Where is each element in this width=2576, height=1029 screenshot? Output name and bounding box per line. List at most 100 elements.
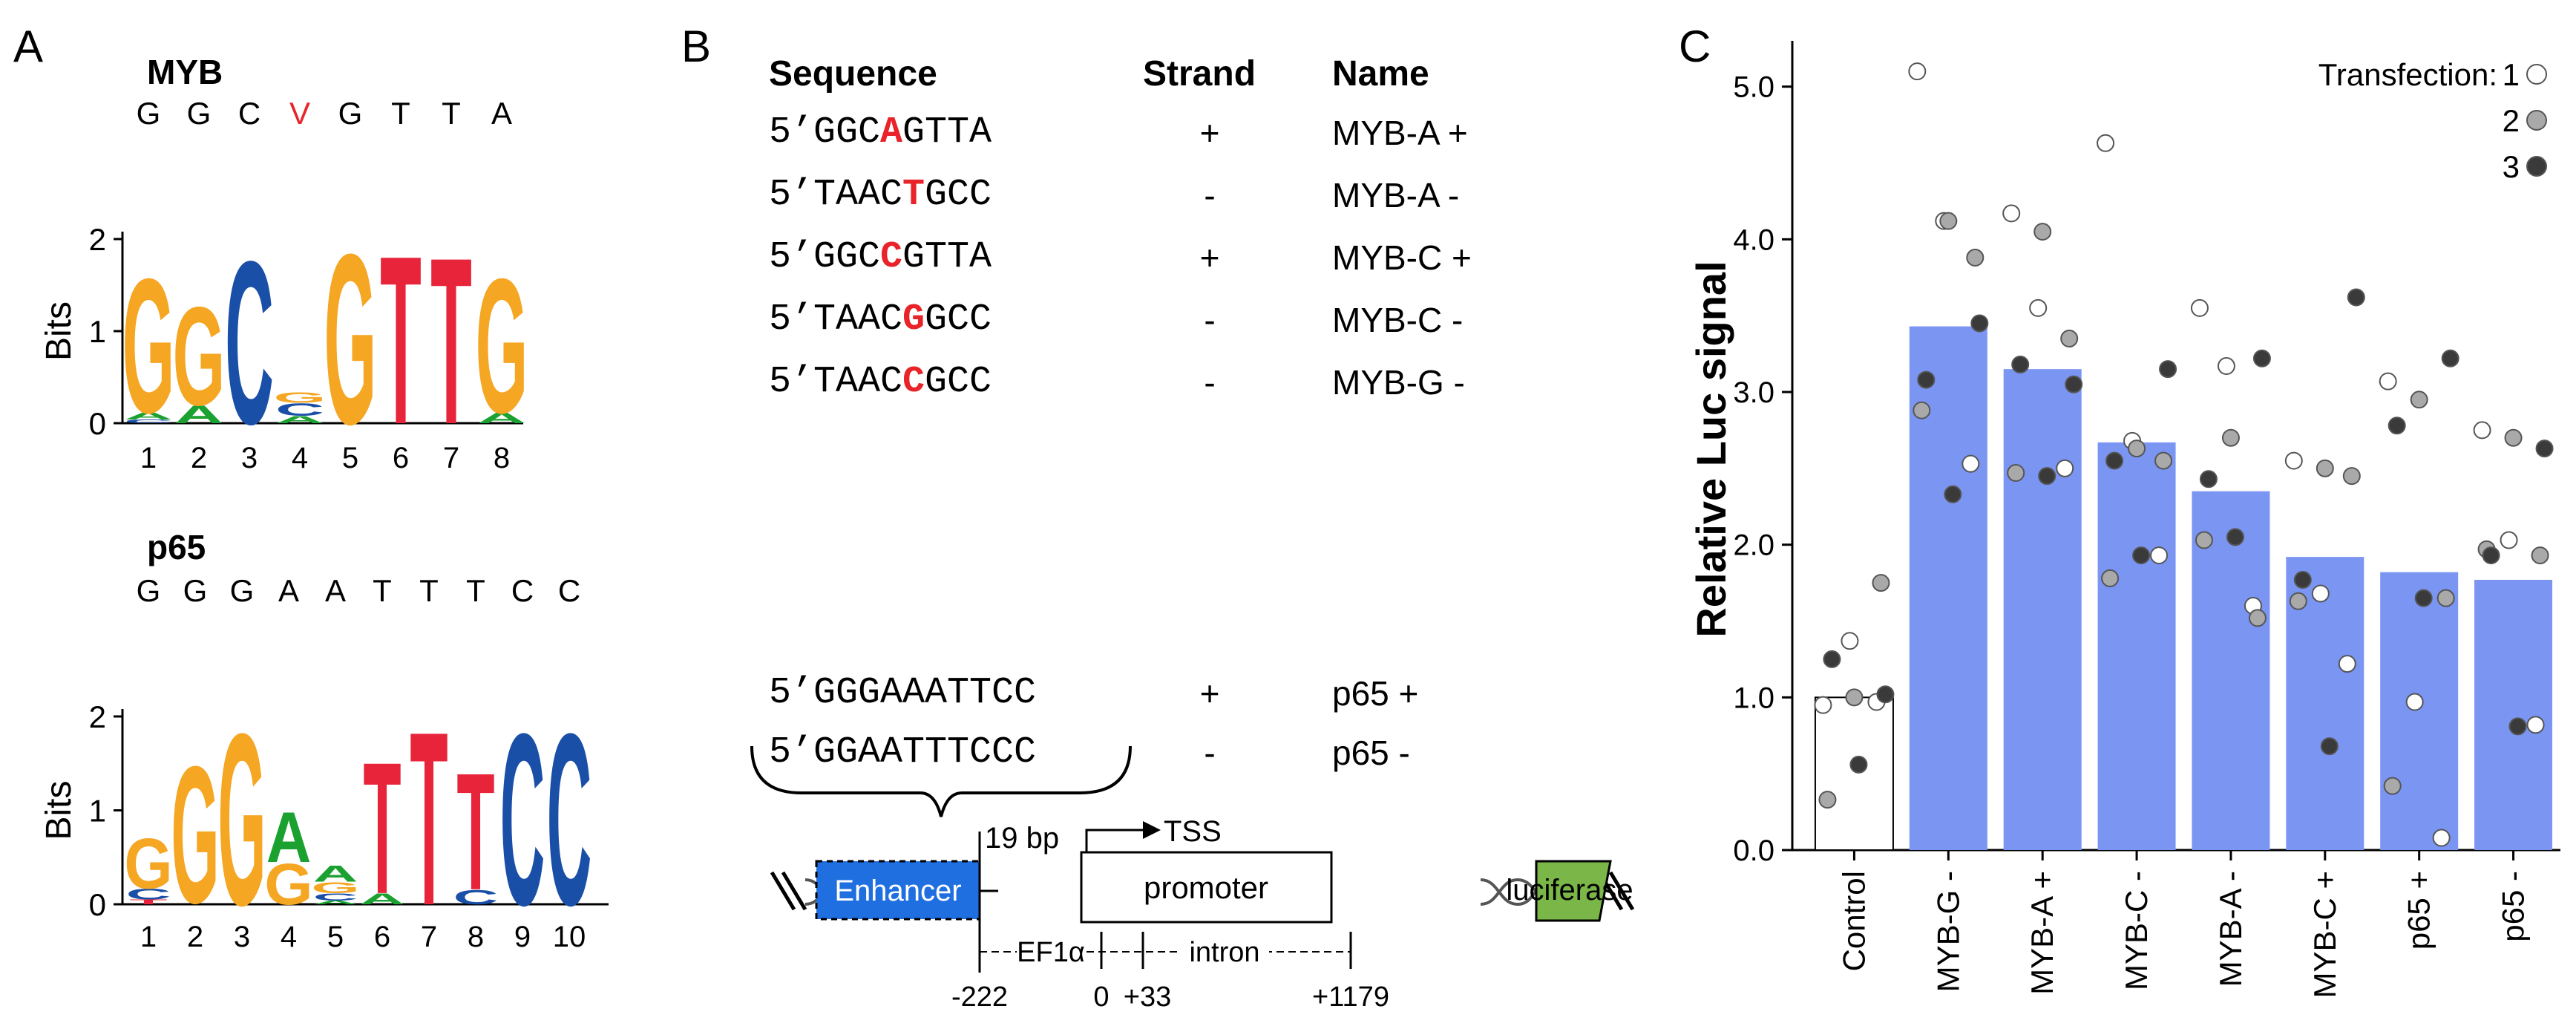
consensus-base: G <box>137 573 161 608</box>
myb-sequence: 5’GGCCGTTA <box>769 236 992 278</box>
consensus-base: G <box>338 96 363 131</box>
data-point <box>2190 298 2209 317</box>
logo-letter-g: G <box>311 879 359 896</box>
consensus-base: G <box>183 573 208 608</box>
logo-letter-c: C <box>500 684 545 958</box>
legend-label: 1 <box>2503 57 2520 92</box>
strand-value: - <box>1204 734 1216 772</box>
p65-sequence: 5’GGGAAATTCC <box>769 672 1037 714</box>
sequence-prefix: 5’TAAC <box>769 174 903 216</box>
consensus-base: A <box>278 573 299 608</box>
data-point <box>2226 528 2244 546</box>
y-tick-label: 1.0 <box>1733 682 1774 714</box>
data-point <box>2379 372 2397 391</box>
bar <box>2380 572 2459 850</box>
strand-value: - <box>1204 176 1216 215</box>
logo-letter-a: A <box>266 798 312 878</box>
logo-letter-g: G <box>476 240 528 454</box>
myb-sequence: 5’GGCAGTTA <box>769 111 992 154</box>
data-point <box>2159 360 2177 379</box>
logo-position-label: 3 <box>241 442 258 474</box>
element-name: MYB-C + <box>1332 238 1472 277</box>
x-tick-label: MYB-A - <box>2213 871 2248 987</box>
consensus-base: T <box>373 573 392 608</box>
tss-arrow <box>1085 829 1143 852</box>
data-point <box>2410 391 2428 409</box>
logo-letter-t: T <box>410 680 448 957</box>
logo-letter-g: G <box>173 277 226 435</box>
luc-signal-chart: Relative Luc signal Transfection: 0.01.0… <box>1688 41 2560 999</box>
element-name: MYB-A + <box>1332 114 1468 152</box>
logo-letter-g: G <box>171 726 219 944</box>
logo-y-axis-label: Bits <box>39 780 79 840</box>
logo-letter-t: T <box>363 722 401 932</box>
data-point <box>1818 791 1837 809</box>
data-point <box>2526 716 2545 734</box>
logo-letter-a: A <box>477 410 526 427</box>
consensus-base: A <box>491 96 512 131</box>
data-point <box>2441 349 2459 368</box>
legend-marker <box>2526 156 2547 177</box>
data-point <box>2383 777 2402 795</box>
myb-logo-title: MYB <box>147 53 223 91</box>
variant-base: T <box>902 174 925 216</box>
luciferase-box <box>1535 860 1612 922</box>
logo-position-label: 10 <box>553 921 586 953</box>
legend-label: 2 <box>2503 103 2520 138</box>
logo-letter-g: G <box>122 240 175 454</box>
logo-letter-g: G <box>264 852 312 917</box>
data-point <box>2199 470 2218 489</box>
data-point <box>2252 349 2271 368</box>
panel-a-label: A <box>13 22 44 71</box>
consensus-base: C <box>511 573 534 608</box>
header-sequence: Sequence <box>769 54 937 94</box>
p65-logo-title: p65 <box>147 528 206 566</box>
logo-letter-g: G <box>124 824 172 904</box>
logo-position-label: 7 <box>443 442 459 474</box>
data-point <box>2150 546 2169 565</box>
data-point <box>2056 459 2074 477</box>
logo-position-label: 4 <box>281 921 297 953</box>
logo-y-axis-label: Bits <box>39 301 79 361</box>
consensus-base: G <box>137 96 161 131</box>
data-point <box>2316 459 2334 477</box>
variant-base: G <box>902 298 925 341</box>
bar <box>2192 491 2270 850</box>
legend-marker <box>2526 110 2547 131</box>
variant-base: C <box>880 236 903 278</box>
myb-sequence: 5’TAACTGCC <box>769 174 992 216</box>
logo-position-label: 8 <box>494 442 510 474</box>
logo-y-tick-label: 1 <box>89 794 106 829</box>
logo-position-label: 8 <box>468 921 484 953</box>
logo-y-tick-label: 2 <box>89 222 106 257</box>
data-point <box>2105 451 2124 470</box>
logo-letter-c: C <box>453 886 499 909</box>
strand-value: + <box>1199 674 1220 713</box>
data-point <box>2248 609 2267 627</box>
element-name: p65 + <box>1332 674 1419 713</box>
logo-y-tick-label: 2 <box>89 699 106 734</box>
logo-letter-a: A <box>360 890 405 907</box>
logo-letter-c: C <box>313 891 358 903</box>
logo-letter-c: C <box>547 684 592 958</box>
y-tick-label: 2.0 <box>1733 529 1774 562</box>
data-point <box>1966 249 1985 267</box>
coord-minus-222: -222 <box>951 981 1008 1013</box>
header-name: Name <box>1332 54 1429 94</box>
legend-label: 3 <box>2503 149 2520 184</box>
consensus-base: C <box>238 96 260 131</box>
data-point <box>1970 314 1989 333</box>
data-point <box>2217 357 2235 376</box>
data-point <box>2293 570 2312 589</box>
logo-position-label: 1 <box>140 442 157 474</box>
strand-value: + <box>1199 238 1220 277</box>
tss-label: TSS <box>1164 815 1222 848</box>
ef1a-label: EF1α <box>1017 937 1085 968</box>
logo-position-label: 9 <box>514 921 531 953</box>
variant-base: A <box>880 111 903 154</box>
logo-letter-c: C <box>124 419 173 425</box>
data-point <box>1962 454 1980 473</box>
promoter-box <box>1080 851 1333 924</box>
data-point <box>2097 134 2115 152</box>
data-point <box>2065 375 2083 393</box>
